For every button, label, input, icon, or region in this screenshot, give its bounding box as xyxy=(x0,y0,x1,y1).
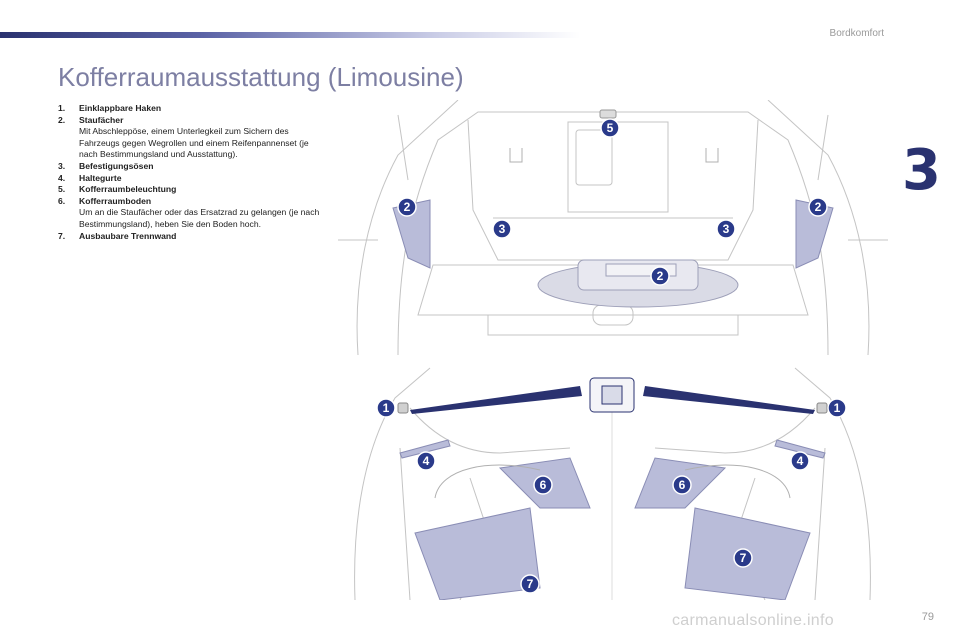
badge-3-left: 3 xyxy=(492,219,512,239)
badge-1-left: 1 xyxy=(376,398,396,418)
svg-text:6: 6 xyxy=(679,478,686,492)
svg-text:1: 1 xyxy=(383,401,390,415)
badge-2-center: 2 xyxy=(650,266,670,286)
svg-text:1: 1 xyxy=(834,401,841,415)
svg-text:3: 3 xyxy=(499,222,506,236)
svg-text:7: 7 xyxy=(527,577,534,591)
legend-item: 3.Befestigungsösen xyxy=(58,160,154,171)
legend-item: 5.Kofferraumbeleuchtung xyxy=(58,184,177,195)
svg-text:6: 6 xyxy=(540,478,547,492)
badge-3-right: 3 xyxy=(716,219,736,239)
badge-4-left: 4 xyxy=(416,451,436,471)
badge-5: 5 xyxy=(600,118,620,138)
section-title: Bordkomfort xyxy=(829,28,884,39)
svg-text:4: 4 xyxy=(797,454,804,468)
badge-7-left: 7 xyxy=(520,574,540,594)
trunk-overview-illustration: 5 2 2 2 3 3 xyxy=(338,100,888,355)
svg-text:2: 2 xyxy=(404,200,411,214)
watermark: carmanualsonline.info xyxy=(672,612,834,629)
trunk-detail-illustration: 1 1 4 4 6 6 7 7 xyxy=(354,367,871,600)
badge-7-right: 7 xyxy=(733,548,753,568)
svg-text:5: 5 xyxy=(607,121,614,135)
svg-text:2: 2 xyxy=(815,200,822,214)
badge-4-right: 4 xyxy=(790,451,810,471)
badge-2-left: 2 xyxy=(397,197,417,217)
legend-item: 1.Einklappbare Haken xyxy=(58,103,162,113)
svg-text:4: 4 xyxy=(423,454,430,468)
chapter-number: 3 xyxy=(902,138,941,203)
badge-6-right: 6 xyxy=(672,475,692,495)
page-title: Kofferraumausstattung (Limousine) xyxy=(58,62,464,92)
page-number: 79 xyxy=(921,611,934,623)
badge-6-left: 6 xyxy=(533,475,553,495)
svg-text:3: 3 xyxy=(723,222,730,236)
legend-item: 4.Haltegurte xyxy=(58,172,122,183)
svg-text:7: 7 xyxy=(740,551,747,565)
badge-1-right: 1 xyxy=(827,398,847,418)
svg-text:2: 2 xyxy=(657,269,664,283)
legend-item: 7.Ausbaubare Trennwand xyxy=(58,230,177,241)
badge-2-right: 2 xyxy=(808,197,828,217)
header-gradient-bar xyxy=(0,32,580,38)
